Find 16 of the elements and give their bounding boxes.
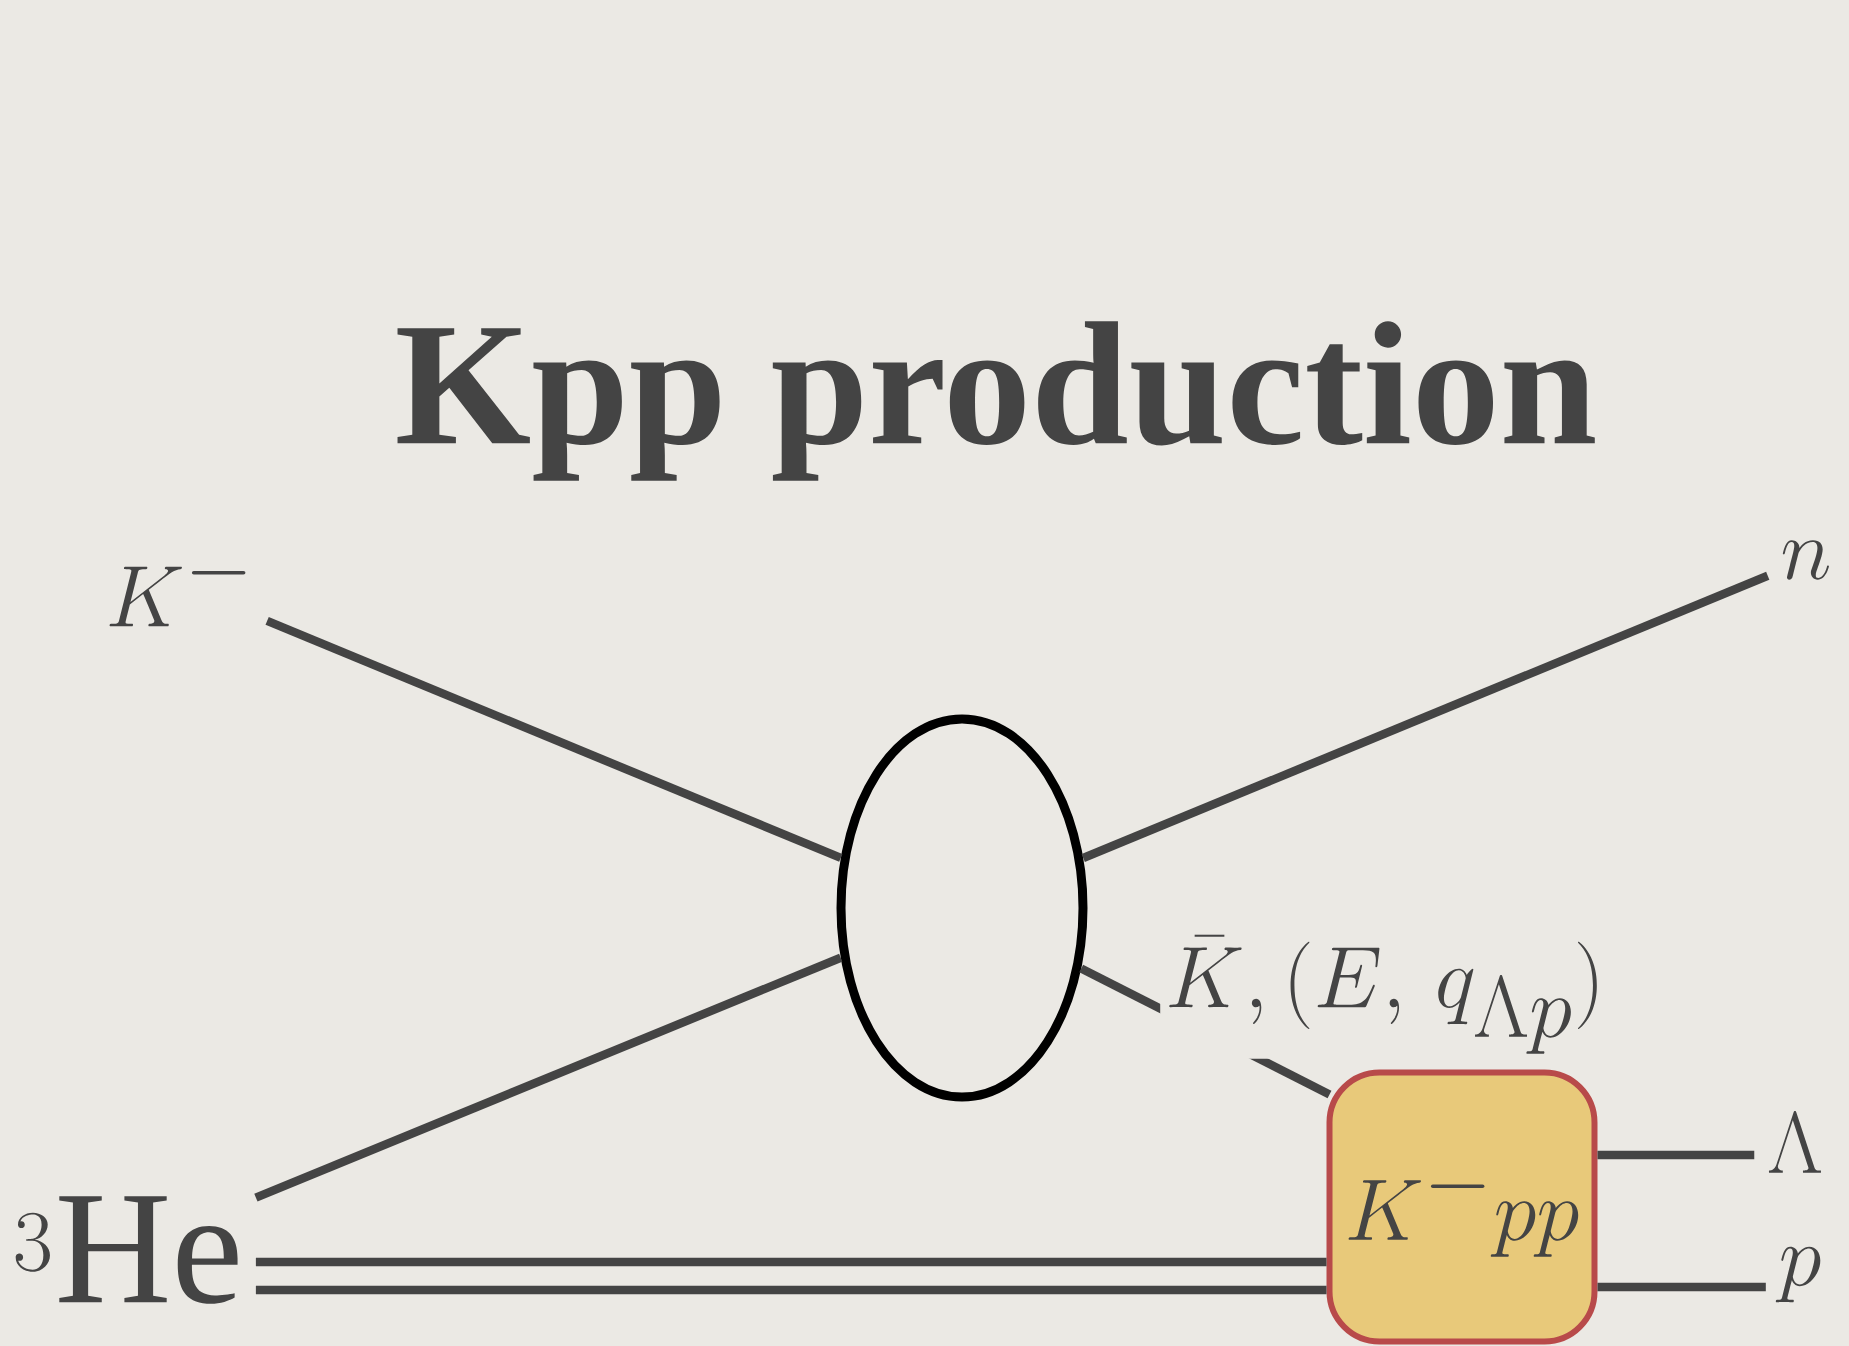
edge-label: $\bar{K}, (E,\, q_{\Lambda p})$ [1160, 931, 1610, 1059]
particle-line [254, 953, 843, 1202]
particle-line [1597, 1282, 1766, 1292]
vertex-ellipse [836, 714, 1088, 1102]
particle-line [255, 1285, 1327, 1295]
particle-label: $p$ [1775, 1246, 1821, 1303]
particle-label: ${}^{3}\mathrm{He}$ [15, 1196, 238, 1304]
bound-state-box: $K^{-}pp$ [1326, 1069, 1598, 1345]
particle-label: $\Lambda$ [1768, 1111, 1821, 1173]
particle-line [265, 617, 843, 862]
particle-label: $K^{-}$ [109, 566, 246, 627]
particle-line [1081, 571, 1770, 862]
diagram-title: Kpp production [397, 321, 1595, 481]
particle-line [1597, 1150, 1755, 1160]
particle-line [255, 1257, 1327, 1267]
particle-label: $n$ [1782, 540, 1829, 580]
